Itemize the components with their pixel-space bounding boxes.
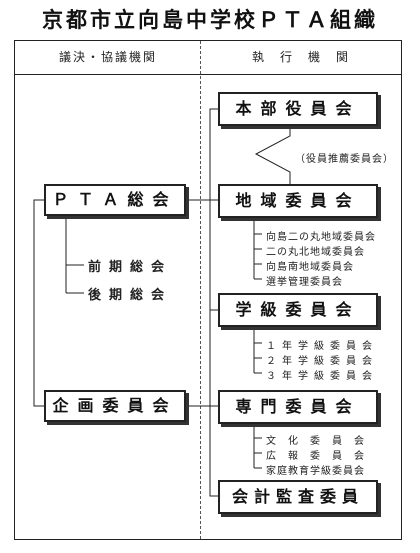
grade-item-2: ２年学級委員会 [266,356,378,367]
special-item-3: 家庭教育学級委員会 [266,466,365,477]
special-item-1: 文化委員会 [266,436,376,447]
column-divider [200,41,201,539]
special-item-2: 広報委員会 [266,451,376,462]
officer-nomination-note: （役員推薦委員会） [295,154,394,165]
first-term-meeting: 前期総会 [88,260,173,275]
special-committee-box: 専門委員会 [218,390,378,424]
chart-frame [14,40,402,540]
zigzag-line [254,126,291,184]
audit-committee-box: 会計監査委員 [218,480,378,514]
header-executive: 執 行 機 関 [251,50,350,64]
left-bracket-line [33,199,44,407]
right-spine-line [209,108,218,497]
second-term-meeting: 後期総会 [88,288,173,303]
page-title: 京都市立向島中学校ＰＴＡ組織 [42,7,378,32]
region-committee-box: 地域委員会 [218,184,378,218]
region-item-4: 選挙管理委員会 [266,277,343,288]
planning-committee-box: 企画委員会 [44,390,186,422]
region-item-1: 向島二の丸地域委員会 [266,232,376,243]
region-item-2: 二の丸北地域委員会 [266,247,365,258]
grade-item-3: ３年学級委員会 [266,371,378,382]
pta-general-meeting-box: ＰＴＡ総会 [44,184,186,216]
header-divider [14,74,402,75]
class-committee-box: 学級委員会 [218,293,378,327]
executive-board-box: 本部役員会 [218,92,378,126]
grade-item-1: １年学級委員会 [266,341,378,352]
header-deliberative: 議決・協議機関 [58,50,157,64]
region-item-3: 向島南地域委員会 [266,262,354,273]
